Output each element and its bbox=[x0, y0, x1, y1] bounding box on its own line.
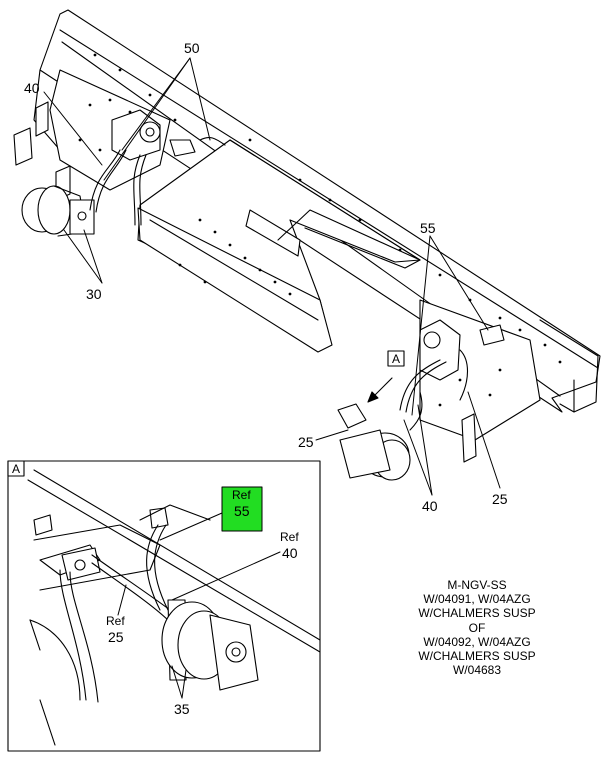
caption-line: OF bbox=[468, 620, 486, 635]
callout-25-left: 25 bbox=[298, 434, 314, 450]
valve-assembly-right bbox=[419, 319, 505, 381]
caption-line: W/04683 bbox=[452, 663, 502, 678]
view-flag-a: A bbox=[392, 352, 400, 366]
detail-flag-a: A bbox=[12, 462, 20, 476]
ref-55-highlight bbox=[221, 486, 263, 532]
callout-30: 30 bbox=[86, 286, 102, 302]
ref-40-number: 40 bbox=[282, 545, 298, 561]
frame-plate-left bbox=[13, 69, 171, 201]
ref-25-word: Ref bbox=[106, 614, 125, 628]
callout-40: 40 bbox=[24, 80, 40, 96]
caption-line: W/04092, W/04AZG bbox=[423, 634, 531, 649]
air-hoses-left bbox=[89, 136, 226, 226]
callout-50: 50 bbox=[184, 40, 200, 56]
air-hoses-right bbox=[399, 349, 469, 431]
callout-40-lower: 40 bbox=[422, 498, 438, 514]
cross-member bbox=[137, 139, 421, 353]
ref-25-number: 25 bbox=[108, 629, 124, 645]
caption-line: M-NGV-SS bbox=[447, 578, 507, 592]
caption-line: W/04091, W/04AZG bbox=[423, 592, 531, 607]
caption-line: W/CHALMERS SUSP bbox=[418, 649, 536, 664]
ref-55-number: 55 bbox=[234, 503, 250, 519]
leader-lines-main bbox=[43, 57, 501, 496]
callout-35: 35 bbox=[174, 701, 190, 717]
view-direction-arrow bbox=[367, 350, 405, 403]
callout-25-right: 25 bbox=[492, 491, 508, 507]
detail-a-leaders bbox=[117, 512, 281, 699]
detail-a-drawing bbox=[27, 469, 321, 746]
callout-55: 55 bbox=[420, 220, 436, 236]
ref-40-word: Ref bbox=[280, 530, 299, 544]
caption-line: W/CHALMERS SUSP bbox=[418, 606, 536, 621]
brake-chamber-right bbox=[337, 403, 411, 481]
ref-55-word: Ref bbox=[232, 488, 251, 502]
model-caption: M-NGV-SS W/04091, W/04AZG W/CHALMERS SUS… bbox=[392, 578, 562, 677]
brake-chamber-left bbox=[21, 185, 95, 237]
